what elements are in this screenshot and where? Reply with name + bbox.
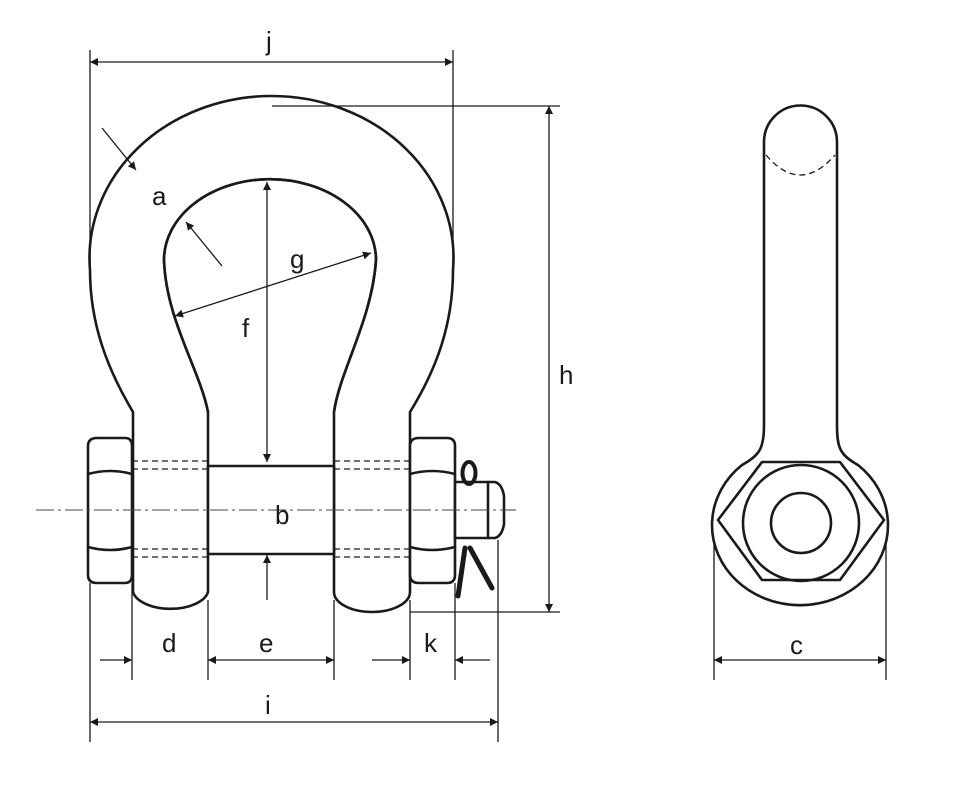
right-nut: [408, 436, 457, 585]
label-b: b: [275, 500, 289, 530]
label-e: e: [259, 628, 273, 658]
label-h: h: [559, 360, 573, 390]
dimension-lines: [89, 50, 887, 742]
shackle-front-view: [36, 94, 516, 614]
label-i: i: [265, 690, 271, 720]
label-j: j: [265, 26, 272, 56]
label-d: d: [162, 628, 176, 658]
label-g: g: [290, 244, 304, 274]
dimension-labels: j a g f h b d e k i c: [152, 26, 803, 720]
shackle-side-view: [710, 104, 890, 607]
side-nut-hexagon: [716, 460, 886, 582]
side-pin-outer: [741, 463, 861, 583]
label-a: a: [152, 181, 167, 211]
side-pin-inner: [769, 491, 833, 555]
label-k: k: [424, 628, 438, 658]
label-c: c: [790, 630, 803, 660]
pin-hidden-lines: [132, 460, 410, 558]
cotter-pin: [455, 460, 495, 599]
label-f: f: [242, 313, 250, 343]
